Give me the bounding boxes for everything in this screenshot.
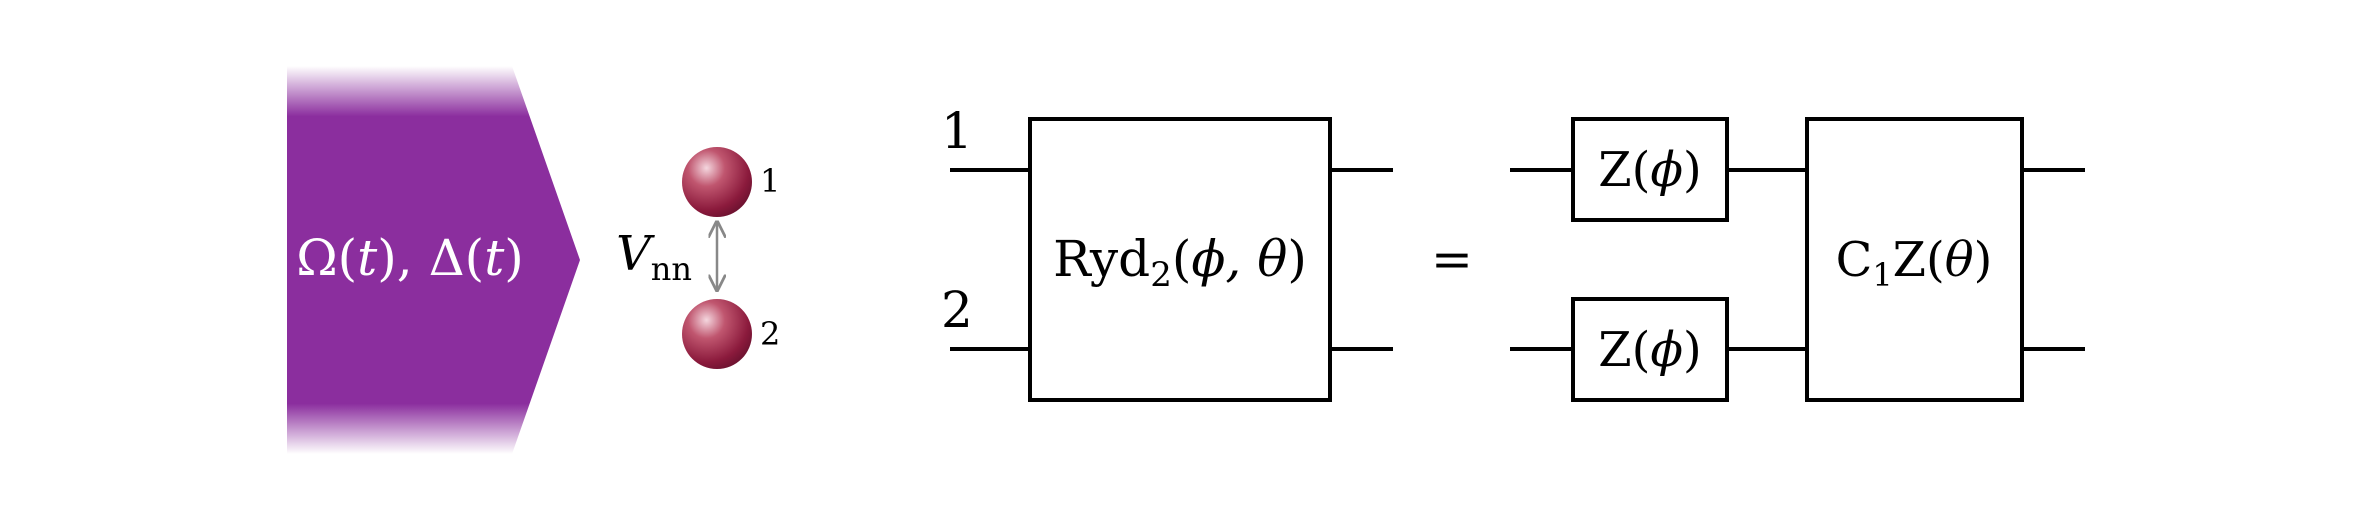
delta-symbol: Δ — [429, 229, 465, 287]
laser-pulse: Ω(t), Δ(t) — [287, 66, 580, 454]
cz-gate-control: C — [1836, 232, 1873, 288]
z-gate-top-name: Z — [1598, 142, 1631, 198]
ryd-gate-box — [1028, 117, 1332, 402]
ryd-gate-subscript: 2 — [1150, 255, 1172, 295]
time-variable-1: t — [357, 229, 378, 287]
z-gate-bottom-arg: ϕ — [1650, 322, 1683, 378]
cz-gate-box — [1805, 117, 2024, 402]
ryd-gate-label: Ryd2(ϕ, θ) — [1053, 230, 1307, 295]
interaction-label: Vnn — [616, 226, 692, 288]
equals-sign: = — [1431, 230, 1473, 288]
ryd-gate-name: Ryd — [1053, 230, 1150, 288]
time-variable-2: t — [484, 229, 505, 287]
atom-1-label: 1 — [760, 162, 780, 200]
z-gate-bottom-name: Z — [1598, 322, 1631, 378]
laser-pulse-label: Ω(t), Δ(t) — [296, 229, 524, 287]
atom-pair: 1 Vnn 2 — [616, 147, 780, 369]
cz-gate-name: Z — [1893, 232, 1926, 288]
atom-2 — [682, 299, 752, 369]
ryd-gate-args: ϕ, θ — [1191, 230, 1287, 288]
atom-2-label: 2 — [760, 315, 780, 353]
decomposed-circuit — [1510, 117, 2085, 402]
cz-gate-arg: θ — [1945, 232, 1974, 288]
ryd-circuit — [950, 117, 1393, 402]
omega-symbol: Ω — [296, 229, 337, 287]
cz-gate-label: C1Z(θ) — [1836, 232, 1993, 294]
laser-pulse-shape — [287, 66, 580, 454]
z-gate-top-label: Z(ϕ) — [1598, 142, 1702, 198]
wire-2-label: 2 — [941, 281, 973, 339]
wire-1-label: 1 — [941, 102, 973, 160]
z-gate-bottom-label: Z(ϕ) — [1598, 322, 1702, 378]
z-gate-top-arg: ϕ — [1650, 142, 1683, 198]
cz-gate-subscript: 1 — [1872, 256, 1892, 294]
interaction-symbol: V — [616, 226, 655, 282]
interaction-subscript: nn — [651, 250, 692, 288]
atom-1 — [682, 147, 752, 217]
